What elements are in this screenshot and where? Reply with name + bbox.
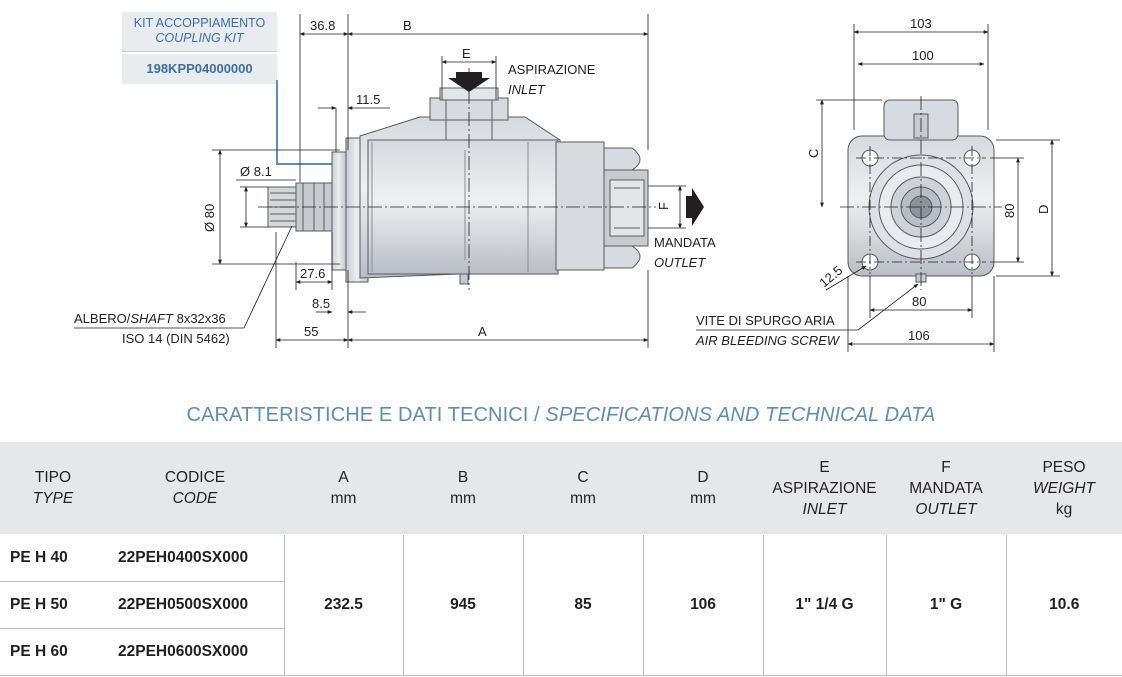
dim-12-5: 12.5 xyxy=(816,263,845,291)
row-tipo: PE H 50 xyxy=(0,581,106,629)
bleed-screw-label: VITE DI SPURGO ARIA xyxy=(696,313,835,328)
cell-b: 945 xyxy=(402,534,523,676)
row-code: 22PEH0500SX000 xyxy=(106,581,284,629)
dim-100: 100 xyxy=(912,48,934,63)
dim-27-6: 27.6 xyxy=(300,266,325,281)
dim-f: F xyxy=(656,202,671,210)
dim-11-5: 11.5 xyxy=(356,92,380,107)
cell-d: 106 xyxy=(642,534,763,676)
section-title: CARATTERISTICHE E DATI TECNICI / SPECIFI… xyxy=(186,404,936,426)
dim-36-8: 36.8 xyxy=(310,18,335,33)
outlet-arrow-icon xyxy=(686,188,704,226)
dim-b: B xyxy=(403,18,412,33)
coupling-kit-title: KIT ACCOPPIAMENTO COUPLING KIT xyxy=(122,12,277,52)
coupling-kit-box: KIT ACCOPPIAMENTO COUPLING KIT 198KPP040… xyxy=(122,12,277,84)
shaft-label: ALBERO/SHAFT 8x32x36 xyxy=(74,311,226,326)
dim-55: 55 xyxy=(304,324,318,339)
dim-d80: Ø 80 xyxy=(202,204,217,232)
dim-8-5: 8.5 xyxy=(312,296,330,311)
dim-a: A xyxy=(478,324,487,339)
kit-leader-arrow xyxy=(276,80,341,169)
outlet-label-en: OUTLET xyxy=(654,255,706,270)
dim-e: E xyxy=(462,46,471,61)
dim-d8-1: Ø 8.1 xyxy=(240,164,272,179)
bleed-screw-label-en: AIR BLEEDING SCREW xyxy=(695,333,841,348)
table-row: PE H 60 22PEH0600SX000 xyxy=(0,628,1122,676)
dim-80-vertical: 80 xyxy=(1002,204,1017,218)
dim-106: 106 xyxy=(908,328,930,343)
inlet-arrow-icon xyxy=(448,72,490,92)
dim-103: 103 xyxy=(910,16,932,31)
inlet-label: ASPIRAZIONE xyxy=(508,62,596,77)
row-tipo: PE H 60 xyxy=(0,628,106,676)
cell-e: 1" 1/4 G xyxy=(762,534,886,676)
coupling-kit-code: 198KPP04000000 xyxy=(122,52,277,84)
row-code: 22PEH0400SX000 xyxy=(106,534,284,582)
table-row: PE H 50 22PEH0500SX000 xyxy=(0,581,1122,629)
row-tipo: PE H 40 xyxy=(0,534,106,582)
dim-d: D xyxy=(1036,205,1051,214)
outlet-label: MANDATA xyxy=(654,235,716,250)
row-code: 22PEH0600SX000 xyxy=(106,628,284,676)
shaft-standard: ISO 14 (DIN 5462) xyxy=(122,331,230,346)
dim-80-horizontal: 80 xyxy=(912,294,926,309)
technical-drawing: 36.8 B E 11.5 ASPIRAZIONE INLET Ø 8.1 Ø … xyxy=(74,14,1060,352)
cell-a: 232.5 xyxy=(283,534,403,676)
cell-c: 85 xyxy=(522,534,643,676)
pump-side-view xyxy=(267,87,649,285)
table-row: PE H 40 22PEH0400SX000 232.5 945 85 106 … xyxy=(0,534,1122,676)
dim-c: C xyxy=(806,149,821,158)
inlet-label-en: INLET xyxy=(508,82,546,97)
cell-weight: 10.6 xyxy=(1005,534,1122,676)
cell-f: 1" G xyxy=(885,534,1006,676)
